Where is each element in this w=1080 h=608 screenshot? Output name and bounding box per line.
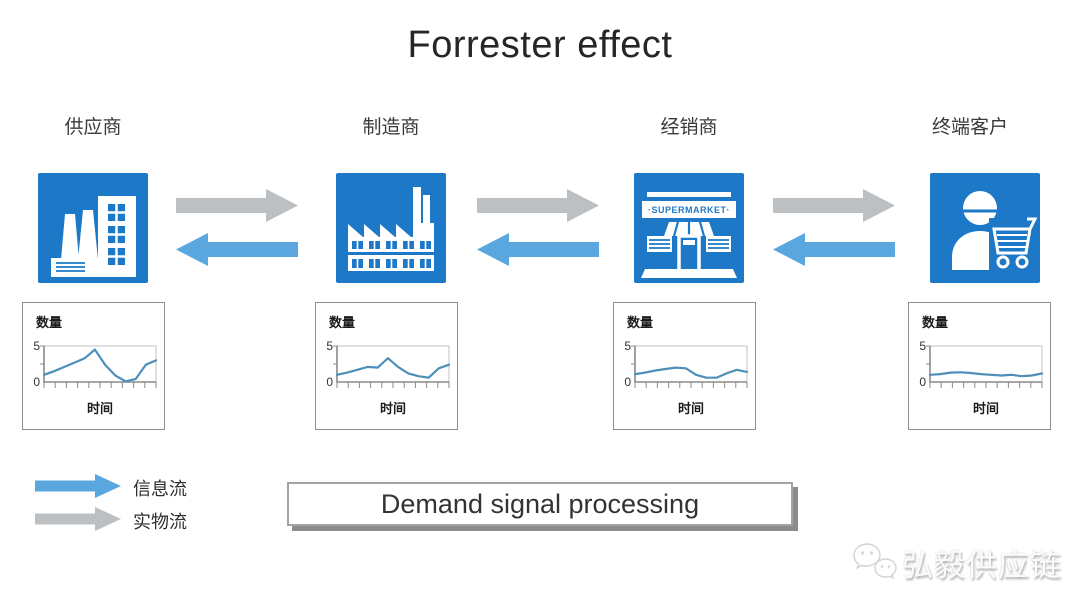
legend-label-physical-flow: 实物流 [133,512,187,532]
supermarket-sign-text: ·SUPERMARKET· [648,205,730,215]
factory-chimneys-icon [51,196,136,277]
stage-label-distributor: 经销商 [660,117,718,138]
stage-label-end-customer: 终端客户 [931,117,1008,138]
flow-arrows-manufacturer-distributor [477,189,599,267]
supermarket-icon: ·SUPERMARKET· [641,192,737,278]
flow-arrows-distributor-customer [773,189,895,267]
x-axis-title: 时间 [677,401,704,416]
factory-plant-icon [348,187,434,271]
quantity-chart-distributor: 数量 5 0 时间 [613,302,756,430]
quantity-chart-customer: 数量 5 0 时间 [908,302,1051,430]
y-axis-title: 数量 [922,315,949,330]
y-axis-title: 数量 [329,315,356,330]
info-flow-left-arrow-icon [176,233,298,266]
wechat-icon [853,542,897,579]
legend-label-info-flow: 信息流 [133,479,187,499]
customer-cart-icon [952,191,1038,277]
y-tick-5: 5 [624,339,631,353]
physical-flow-legend-arrow-icon [35,507,121,531]
info-flow-left-arrow-icon [773,233,895,266]
line-plot [40,345,158,388]
info-flow-legend-arrow-icon [35,474,121,498]
quantity-chart-supplier: 数量 5 0 时间 [22,302,165,430]
y-tick-5: 5 [33,339,40,353]
x-axis-title: 时间 [972,401,999,416]
physical-flow-right-arrow-icon [176,189,298,222]
y-axis-title: 数量 [627,315,654,330]
line-plot [926,345,1044,388]
stage-label-manufacturer: 制造商 [362,117,420,138]
page-title: Forrester effect [407,24,673,66]
y-tick-5: 5 [326,339,333,353]
line-plot [631,345,749,388]
supplier-icon-tile [38,173,148,283]
x-axis-title: 时间 [86,401,113,416]
demand-signal-processing-banner: Demand signal processing [287,482,793,526]
manufacturer-icon-tile [336,173,446,283]
watermark-brand-text: 弘毅供应链 [902,548,1062,583]
y-tick-5: 5 [919,339,926,353]
x-axis-title: 时间 [379,401,406,416]
y-axis-title: 数量 [36,315,63,330]
y-tick-0: 0 [33,375,40,389]
line-plot [333,345,451,388]
y-tick-0: 0 [624,375,631,389]
stage-label-supplier: 供应商 [64,117,122,138]
quantity-chart-manufacturer: 数量 5 0 时间 [315,302,458,430]
y-tick-0: 0 [919,375,926,389]
y-tick-0: 0 [326,375,333,389]
physical-flow-right-arrow-icon [773,189,895,222]
flow-arrows-supplier-manufacturer [176,189,298,267]
physical-flow-right-arrow-icon [477,189,599,222]
distributor-icon-tile: ·SUPERMARKET· [634,173,744,283]
watermark: 弘毅供应链 [852,540,1062,585]
info-flow-left-arrow-icon [477,233,599,266]
customer-icon-tile [930,173,1040,283]
